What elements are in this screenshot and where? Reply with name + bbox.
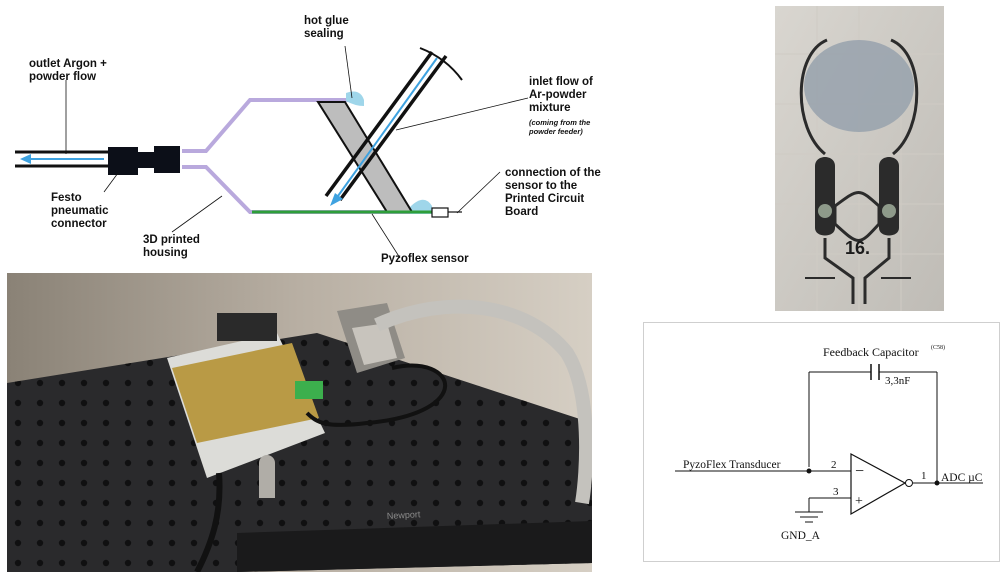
inlet-flow-arrow: [337, 57, 438, 197]
pin-2: 2: [831, 459, 837, 471]
connection-label: connection of the sensor to the Printed …: [505, 167, 601, 218]
device-photo: Newport: [7, 273, 592, 572]
sensor-photo: 16.: [775, 6, 944, 311]
minus-sign: −: [855, 463, 864, 480]
black-cable: [305, 363, 448, 427]
cell-schematic: [15, 45, 529, 259]
feedback-ref: (C58): [931, 344, 945, 351]
pin-3: 3: [833, 486, 839, 498]
amplifier-circuit: Feedback Capacitor (C58) 3,3nF PyzoFlex …: [643, 322, 1000, 562]
glue-top: [346, 91, 364, 106]
festo-connector-body: [108, 147, 138, 175]
sensor-arc-left: [799, 38, 828, 156]
glue-bottom: [410, 199, 432, 214]
inlet-tube-end: [419, 47, 463, 81]
sensor-lead-right: [863, 238, 891, 304]
sensor-arc-right: [890, 38, 919, 156]
grey-tube: [374, 299, 592, 505]
inlet-note: (coming from the powder feeder): [529, 118, 591, 136]
sensor-electrode-right: [879, 157, 899, 236]
sensor-label: Pyzoflex sensor: [381, 253, 469, 265]
brand-text: Newport: [387, 509, 421, 521]
ground-label: GND_A: [781, 530, 821, 542]
pcb-connector: [431, 207, 449, 218]
inlet-tube-right: [338, 54, 448, 202]
sensor-lead-left: [823, 238, 855, 304]
glue-label: hot glue sealing: [304, 15, 349, 40]
outlet-label: outlet Argon + powder flow: [29, 58, 107, 83]
inlet-label: inlet flow of Ar-powder mixture: [529, 76, 593, 114]
input-label: PyzoFlex Transducer: [683, 459, 781, 471]
sensor-active-area: [804, 40, 914, 132]
pin-1: 1: [921, 470, 927, 482]
junction-dot: [806, 468, 812, 474]
cap-value: 3,3nF: [885, 375, 910, 387]
outlet-arrow-head: [20, 154, 31, 164]
sensor-electrode-left: [815, 157, 835, 236]
output-label: ADC µC: [941, 472, 983, 484]
inlet-tube-left: [324, 50, 434, 198]
inlet-arrow-head: [330, 193, 343, 206]
ground-symbol: [795, 511, 823, 523]
leader-lines: [65, 45, 529, 259]
sensor-number: 16.: [845, 238, 870, 258]
usb-cable: [194, 472, 223, 572]
feedback-label: Feedback Capacitor: [823, 345, 919, 359]
housing-outline: [182, 98, 360, 153]
pcb-main: [172, 343, 319, 443]
festo-label: Festo pneumatic connector: [51, 192, 109, 230]
circuit-border: [643, 322, 1000, 562]
op-amp-triangle: [850, 452, 907, 516]
housing-label: 3D printed housing: [143, 234, 200, 259]
plus-sign: +: [855, 494, 863, 509]
